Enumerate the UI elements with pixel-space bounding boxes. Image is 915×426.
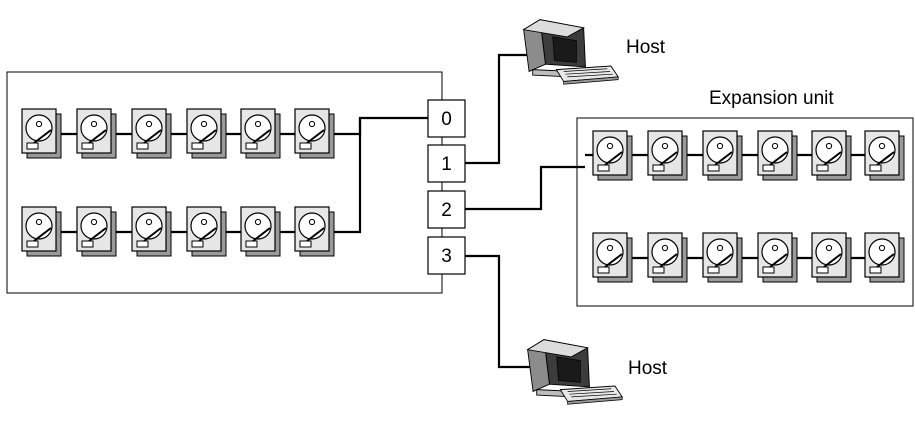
hard-disk-icon — [757, 130, 798, 181]
port-label: 0 — [441, 109, 452, 130]
port-0: 0 — [427, 99, 466, 138]
hard-disk-icon — [186, 206, 227, 257]
hard-disk-icon — [131, 206, 172, 257]
hard-disk-icon — [702, 130, 743, 181]
desktop-computer-icon — [523, 19, 619, 85]
hard-disk-icon — [186, 108, 227, 159]
port-label: 1 — [441, 154, 452, 175]
port-label: 3 — [441, 246, 452, 267]
storage-array-enclosure — [6, 71, 443, 294]
hard-disk-icon — [864, 130, 905, 181]
hard-disk-icon — [592, 232, 633, 283]
host-bottom-label: Host — [628, 358, 668, 379]
hard-disk-icon — [647, 232, 688, 283]
hard-disk-icon — [864, 232, 905, 283]
hard-disk-icon — [294, 206, 335, 257]
port-2-expansion-cable — [465, 165, 585, 211]
hard-disk-icon — [647, 130, 688, 181]
port-1: 1 — [427, 144, 466, 183]
hard-disk-icon — [131, 108, 172, 159]
hard-disk-icon — [702, 232, 743, 283]
port-label: 2 — [441, 200, 452, 221]
port-3-host-cable — [465, 254, 533, 369]
desktop-computer-icon — [527, 339, 623, 405]
hard-disk-icon — [294, 108, 335, 159]
host-top-label: Host — [626, 37, 666, 58]
hard-disk-icon — [76, 206, 117, 257]
hard-disk-icon — [240, 108, 281, 159]
hard-disk-icon — [811, 130, 852, 181]
hard-disk-icon — [240, 206, 281, 257]
port-3: 3 — [427, 236, 466, 275]
hard-disk-icon — [757, 232, 798, 283]
hard-disk-icon — [21, 108, 62, 159]
expansion-unit-enclosure — [576, 117, 914, 307]
hard-disk-icon — [592, 130, 633, 181]
expansion-unit-label: Expansion unit — [709, 88, 834, 109]
hard-disk-icon — [21, 206, 62, 257]
hard-disk-icon — [811, 232, 852, 283]
port-1-host-cable — [465, 53, 530, 165]
port-2: 2 — [427, 190, 466, 229]
hard-disk-icon — [76, 108, 117, 159]
